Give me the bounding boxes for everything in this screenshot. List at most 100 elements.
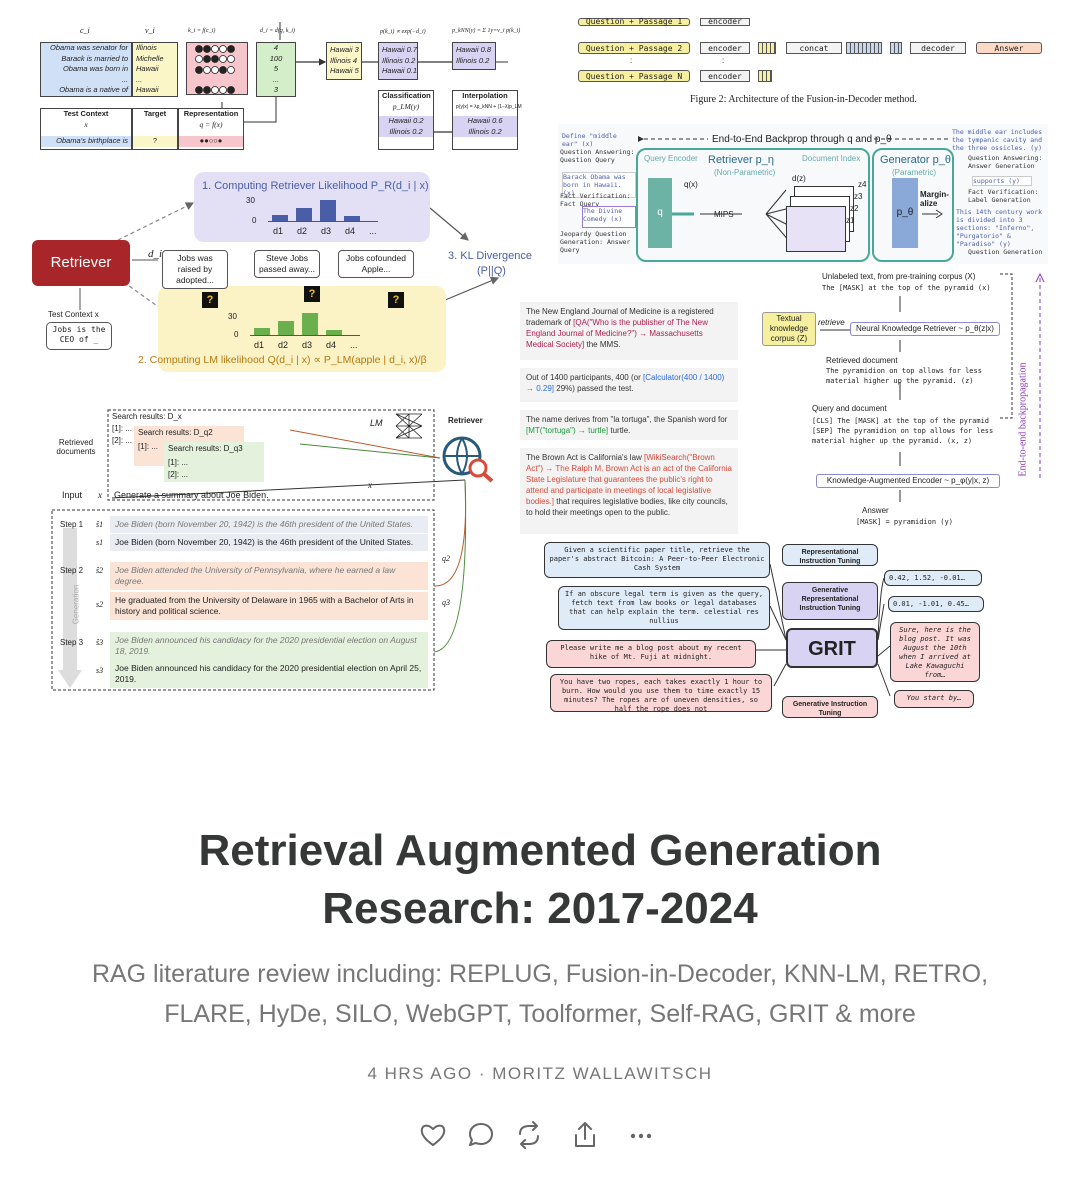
flare-line: Joe Biden (born November 20, 1942) is th…: [110, 516, 428, 533]
knn-class-val: Illinois 0.2: [379, 126, 433, 137]
restack-button[interactable]: [514, 1120, 544, 1150]
replug-step1: 1. Computing Retriever Likelihood P_R(d_…: [202, 180, 429, 192]
comment-button[interactable]: [466, 1120, 496, 1150]
comment-icon: [469, 1123, 493, 1146]
replug-bar: [344, 216, 360, 221]
knn-target-row: Hawaii: [133, 85, 177, 96]
rag-code-left: Barack Obama was born in Hawaii. (x): [562, 172, 636, 198]
knn-dist-row: 100: [269, 53, 283, 63]
realm-textual: Textual knowledge corpus (Z): [762, 312, 816, 346]
knn-class-val: Hawaii 0.2: [379, 116, 433, 127]
fid-figure: Question + Passage 1 encoder Question + …: [574, 18, 1054, 110]
knn-target-row: ...: [133, 74, 177, 85]
flare-s-label: ŝ3: [96, 638, 104, 647]
rag-retriever: Retriever p_η: [708, 154, 775, 166]
replug-lm-chart: [250, 308, 360, 336]
realm-retrieved-text: The pyramidion on top allows for less ma…: [826, 367, 982, 385]
rag-z: z4: [858, 180, 867, 189]
replug-retrieval-box: [194, 172, 430, 242]
fid-encoder: encoder: [700, 70, 750, 82]
more-button[interactable]: [626, 1120, 656, 1150]
post-title[interactable]: Retrieval Augmented Generation Research:…: [0, 822, 1080, 938]
knn-interp-val: Illinois 0.2: [453, 126, 517, 137]
realm-unlabeled: Unlabeled text, from pre-training corpus…: [822, 272, 976, 281]
knn-h-ki: k_i = f(c_i): [188, 28, 216, 34]
replug-bar: [272, 215, 288, 221]
knn-test-context: Test Context x Obama's birthplace is: [40, 108, 132, 150]
flare-s-label: s2: [96, 600, 104, 609]
rag-doc-index: Document Index: [802, 154, 861, 163]
flare-s-label: ŝ2: [96, 566, 104, 575]
restack-icon: [519, 1121, 539, 1149]
lm-cube-icon: ?: [202, 292, 218, 308]
flare-input-text: Generate a summary about Joe Biden.: [114, 490, 269, 500]
grit-prompt: Please write me a blog post about my rec…: [546, 640, 756, 668]
knn-distances: 4 100 5 ... 3: [256, 42, 296, 97]
d-label: d2: [297, 226, 308, 236]
knn-target-row: Illinois: [133, 43, 177, 54]
replug-bar: [302, 313, 318, 335]
fid-answer: Answer: [976, 42, 1042, 54]
flare-bracket: [2]: ...: [112, 436, 133, 445]
rag-code-right: This 14th century work is divided into 3…: [956, 208, 1043, 248]
rag-mips: MIPS: [714, 210, 734, 219]
replug-doc-chip: Steve Jobs passed away...: [254, 250, 320, 278]
knn-h-di: d_i = d(q, k_i): [260, 28, 296, 34]
replug-di: d_i: [148, 248, 163, 260]
lm-cube-icon: ?: [388, 292, 404, 308]
share-button[interactable]: [570, 1120, 600, 1150]
knn-dist-row: ...: [272, 74, 280, 84]
knn-dist-row: 4: [273, 43, 279, 52]
fid-vector: [758, 42, 776, 54]
rag-qx: q(x): [684, 180, 698, 189]
rag-label-left: Fact Verification: Fact Query: [560, 192, 631, 208]
post-title-line2[interactable]: Research: 2017-2024: [322, 884, 758, 933]
knn-norm-row: Hawaii 0.7: [382, 45, 418, 54]
replug-retrieval-chart: [268, 198, 378, 222]
toolformer-example: The name derives from "la tortuga", the …: [520, 410, 738, 440]
toolformer-example: The Brown Act is California's law [WikiS…: [520, 448, 738, 534]
replug-axis-0: 0: [234, 330, 239, 339]
rag-ptheta-block: p_θ: [892, 178, 918, 248]
knn-repr-h: Representation: [183, 109, 239, 118]
rag-generator-sub: (Parametric): [892, 168, 937, 177]
knn-agg-row: Illinois 0.2: [456, 55, 490, 65]
knn-aggregated: Hawaii 0.8 Illinois 0.2: [452, 42, 496, 70]
flare-s-label: ŝ1: [96, 520, 104, 529]
like-button[interactable]: [418, 1120, 448, 1150]
d-label: ...: [369, 226, 377, 236]
knn-nearest: Hawaii 3 Illinois 4 Hawaii 5: [326, 42, 362, 80]
flare-arrows: [51, 409, 467, 691]
post-title-line1[interactable]: Retrieval Augmented Generation: [198, 826, 882, 875]
knn-repr-vec: ●●○○●: [179, 136, 243, 147]
knn-context-row: Barack is married to: [41, 53, 131, 64]
flare-sr-q2: Search results: D_q2: [138, 428, 213, 437]
fid-query-box: Question + Passage 2: [578, 42, 690, 54]
knn-test-context-h: Test Context: [63, 109, 109, 118]
flare-bracket: [2]: ...: [168, 470, 189, 479]
hero-image[interactable]: c_i v_i k_i = f(c_i) d_i = d(q, k_i) p(k…: [0, 0, 1080, 718]
grit-figure: Given a scientific paper title, retrieve…: [544, 542, 984, 718]
rag-code-left: Define "middle ear" (x): [562, 132, 617, 148]
share-icon: [575, 1122, 595, 1147]
knn-interp-h: Interpolation: [462, 91, 508, 100]
knn-nn-row: Illinois 4: [330, 55, 358, 65]
grit-prompt: Given a scientific paper title, retrieve…: [544, 542, 770, 578]
knn-lm-figure: c_i v_i k_i = f(c_i) d_i = d(q, k_i) p(k…: [40, 22, 530, 156]
rag-label-right: Question Answering: Answer Generation: [968, 154, 1043, 170]
flare-input-lbl: Input: [62, 490, 83, 500]
post-author[interactable]: MORITZ WALLAWITSCH: [492, 1064, 713, 1083]
knn-context-row: Obama was senator for: [41, 43, 131, 54]
fid-encoder: encoder: [700, 18, 750, 26]
flare-retriever: Retriever: [448, 416, 483, 425]
knn-repr-q: q = f(x): [199, 119, 223, 129]
rag-figure: End-to-End Backprop through q and p_θ Qu…: [558, 124, 1048, 264]
flare-step: Step 1: [60, 520, 84, 529]
grit-label: Representational Instruction Tuning: [782, 544, 878, 566]
flare-step: Step 3: [60, 638, 84, 647]
rag-code-right: The middle ear includes the tympanic cav…: [952, 128, 1043, 152]
rag-label-right: Question Generation: [968, 248, 1043, 256]
rag-label-right: Fact Verification: Label Generation: [968, 188, 1039, 204]
knn-key-vectors: [195, 45, 235, 94]
knn-target-row: Hawaii: [133, 64, 177, 75]
